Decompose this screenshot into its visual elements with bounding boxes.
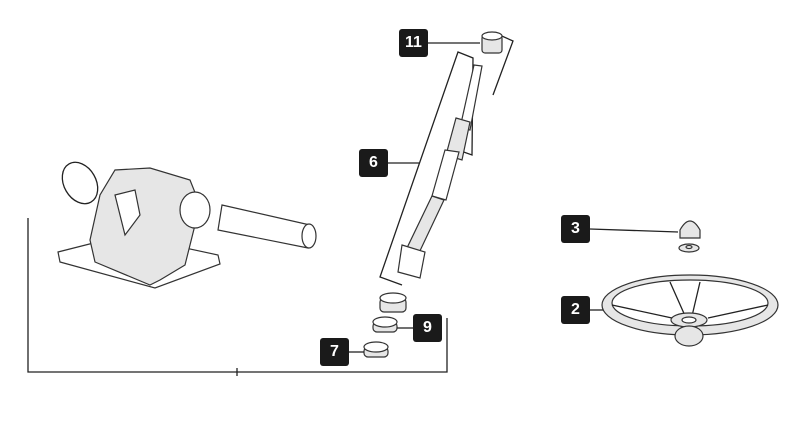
bushing-part (481, 31, 503, 54)
callout-3: 3 (561, 215, 590, 243)
column-bracket (379, 51, 474, 286)
seal-parts (363, 292, 407, 358)
callout-2: 2 (561, 296, 590, 324)
callout-7: 7 (320, 338, 349, 366)
steering-housing (57, 161, 317, 289)
steering-wheel (601, 274, 779, 347)
nut-part (678, 220, 701, 253)
steering-column-shaft (397, 64, 483, 279)
callout-11: 11 (399, 29, 428, 57)
callout-6: 6 (359, 149, 388, 177)
callout-9: 9 (413, 314, 442, 342)
leader-lines (348, 42, 679, 353)
